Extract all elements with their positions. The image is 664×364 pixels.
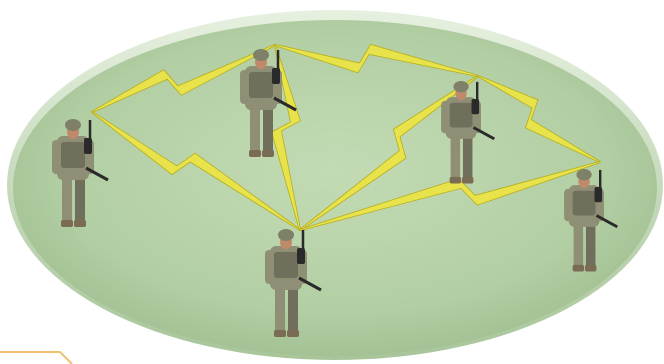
soldiers-group bbox=[52, 49, 618, 337]
soldier-figure bbox=[441, 80, 495, 184]
lightning-links bbox=[91, 43, 601, 232]
corner-mark bbox=[0, 351, 73, 364]
soldier-figure bbox=[564, 168, 618, 272]
soldier-figure bbox=[52, 119, 109, 227]
soldier-figure bbox=[240, 49, 297, 157]
soldier-figure bbox=[265, 229, 322, 337]
field-ellipse-inner bbox=[13, 20, 657, 356]
lightning-bolt bbox=[299, 160, 601, 232]
